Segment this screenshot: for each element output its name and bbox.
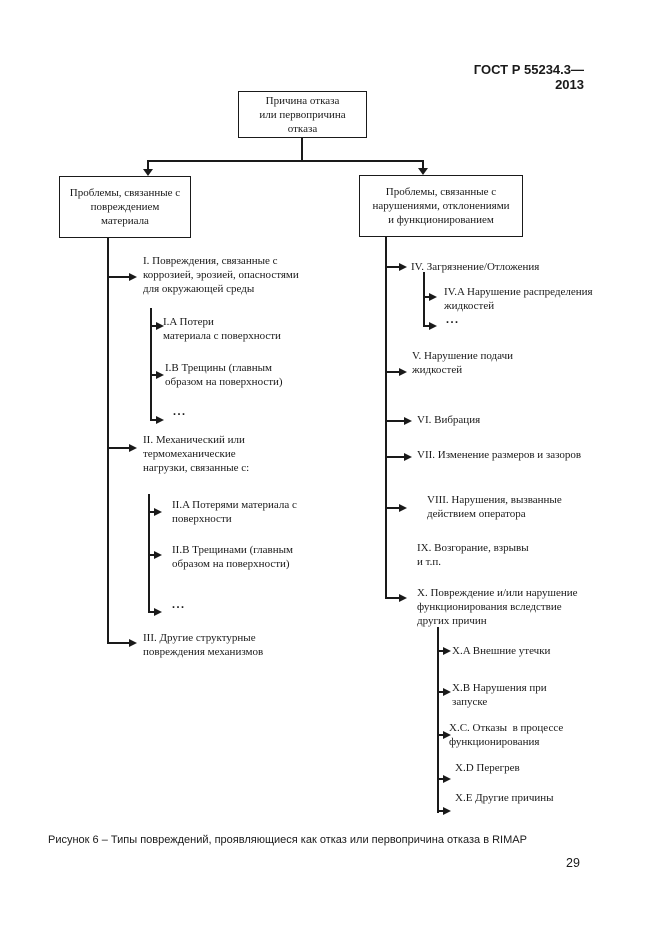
connector-line <box>437 627 439 813</box>
connector-line <box>150 325 156 327</box>
arrow-right-icon <box>443 807 451 815</box>
node-IV: IV. Загрязнение/Отложения <box>411 261 540 273</box>
connector-line <box>148 511 154 513</box>
connector-line <box>107 447 129 449</box>
arrow-right-icon <box>399 368 407 376</box>
connector-line <box>437 650 443 652</box>
connector-line <box>150 419 156 421</box>
connector-line <box>107 238 109 644</box>
connector-line <box>385 237 387 599</box>
connector-line <box>422 160 424 168</box>
document-header: ГОСТ Р 55234.3—2013 <box>473 62 584 92</box>
connector-line <box>385 371 399 373</box>
connector-line <box>423 272 425 327</box>
node-ellipsis: ... <box>173 404 187 418</box>
connector-line <box>301 137 303 161</box>
arrow-right-icon <box>154 508 162 516</box>
connector-line <box>437 778 443 780</box>
connector-line <box>385 456 404 458</box>
node-X-C: X.C. Отказы в процессе функционирования <box>449 722 564 748</box>
node-X-D: X.D Перегрев <box>455 762 520 774</box>
arrow-right-icon <box>129 273 137 281</box>
connector-line <box>148 611 154 613</box>
node-VII: VII. Изменение размеров и зазоров <box>417 449 582 461</box>
page-number: 29 <box>566 856 580 870</box>
node-V: V. Нарушение подачи жидкостей <box>412 350 513 376</box>
connector-line <box>148 494 150 613</box>
node-VI: VI. Вибрация <box>417 414 481 426</box>
node-II: II. Механический или термомеханические н… <box>143 434 250 474</box>
node-ellipsis: ... <box>446 312 460 326</box>
connector-line <box>150 308 152 421</box>
node-X-B: X.B Нарушения при запуске <box>452 682 547 708</box>
arrow-right-icon <box>399 594 407 602</box>
node-ellipsis: ... <box>172 597 186 611</box>
arrow-right-icon <box>399 263 407 271</box>
connector-line <box>437 691 443 693</box>
node-X: X. Повреждение и/или нарушение функциони… <box>417 587 578 627</box>
node-X-A: X.A Внешние утечки <box>452 645 551 657</box>
arrow-right-icon <box>399 504 407 512</box>
connector-line <box>148 554 154 556</box>
node-II-B: II.B Трещинами (главным образом на повер… <box>172 544 293 570</box>
arrow-right-icon <box>429 322 437 330</box>
node-I: I. Повреждения, связанные с коррозией, э… <box>143 255 299 295</box>
connector-line <box>107 642 129 644</box>
arrow-right-icon <box>129 444 137 452</box>
branch-box-material-damage: Проблемы, связанные с повреждением матер… <box>59 176 191 238</box>
arrow-down-icon <box>418 168 428 175</box>
connector-line <box>385 597 399 599</box>
connector-line <box>437 810 443 812</box>
figure-caption: Рисунок 6 – Типы повреждений, проявляющи… <box>48 834 527 846</box>
connector-line <box>385 507 399 509</box>
node-IV-A: IV.A Нарушение распределения жидкостей <box>444 286 593 312</box>
connector-line <box>150 374 156 376</box>
arrow-right-icon <box>443 775 451 783</box>
node-III: III. Другие структурные повреждения меха… <box>143 632 264 658</box>
arrow-right-icon <box>429 293 437 301</box>
arrow-right-icon <box>156 416 164 424</box>
arrow-down-icon <box>143 169 153 176</box>
arrow-right-icon <box>443 688 451 696</box>
connector-line <box>147 160 149 169</box>
connector-line <box>147 160 424 162</box>
arrow-right-icon <box>154 551 162 559</box>
node-VIII: VIII. Нарушения, вызванные действием опе… <box>427 494 562 520</box>
connector-line <box>437 734 443 736</box>
arrow-right-icon <box>154 608 162 616</box>
node-II-A: II.A Потерями материала с поверхности <box>172 499 297 525</box>
arrow-right-icon <box>404 417 412 425</box>
connector-line <box>423 325 429 327</box>
connector-line <box>107 276 129 278</box>
arrow-right-icon <box>156 371 164 379</box>
arrow-right-icon <box>404 453 412 461</box>
arrow-right-icon <box>443 731 451 739</box>
arrow-right-icon <box>129 639 137 647</box>
node-IX: IX. Возгорание, взрывы и т.п. <box>417 542 529 568</box>
connector-line <box>385 420 404 422</box>
node-I-B: I.B Трещины (главным образом на поверхно… <box>165 362 283 388</box>
connector-line <box>385 266 399 268</box>
root-cause-box: Причина отказа или первопричина отказа <box>238 91 367 138</box>
node-I-A: I.A Потери материала с поверхности <box>163 316 281 342</box>
connector-line <box>423 296 429 298</box>
arrow-right-icon <box>443 647 451 655</box>
branch-box-malfunction: Проблемы, связанные с нарушениями, откло… <box>359 175 523 237</box>
arrow-right-icon <box>156 322 164 330</box>
node-X-E: X.E Другие причины <box>455 792 554 804</box>
